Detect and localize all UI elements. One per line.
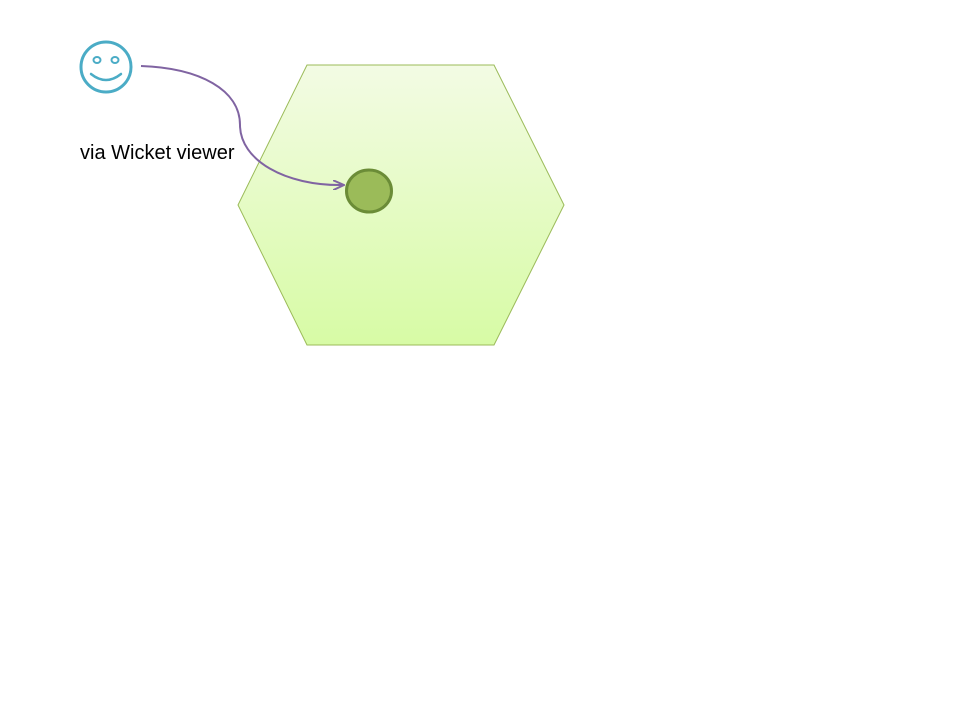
target-node bbox=[345, 168, 393, 214]
smiley-face-icon bbox=[79, 40, 133, 94]
connector-label: via Wicket viewer bbox=[80, 142, 235, 164]
connector-arrow bbox=[140, 65, 343, 185]
hexagon-shape bbox=[237, 64, 565, 346]
